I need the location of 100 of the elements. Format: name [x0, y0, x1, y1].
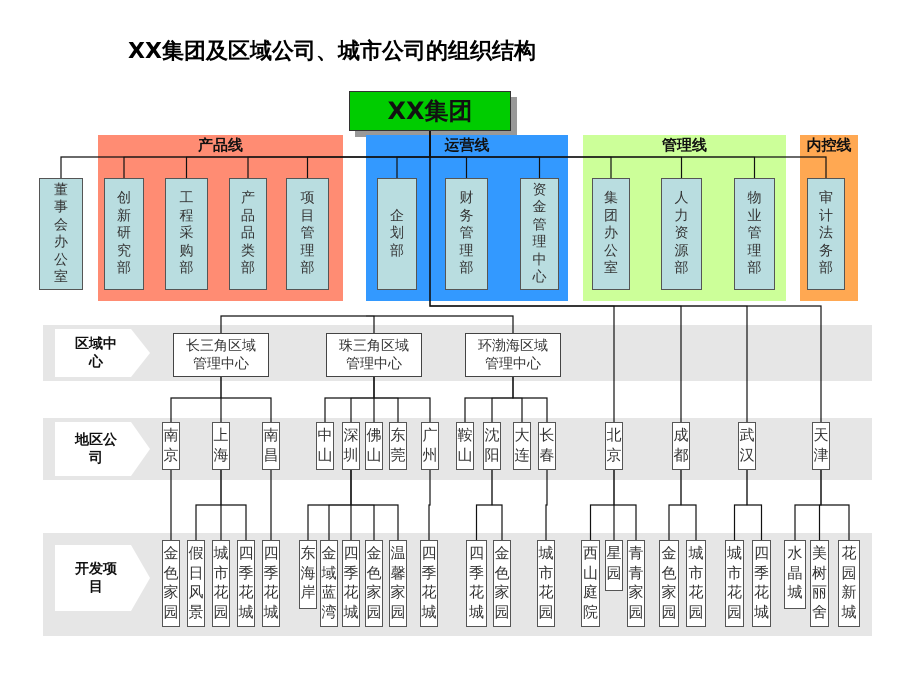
band-heading: 运营线 — [444, 136, 490, 155]
org-unit-name: 大连 — [514, 426, 530, 465]
org-unit-box — [299, 540, 317, 609]
division-band — [366, 135, 568, 301]
org-unit-name: 天津 — [814, 426, 828, 465]
org-unit-name: 城市花园 — [538, 544, 554, 622]
org-unit-name: 四季花城 — [264, 544, 278, 622]
org-unit-name: 南昌 — [264, 426, 278, 465]
connector-line — [220, 377, 272, 422]
org-unit-box — [605, 540, 623, 591]
org-unit-name: 南京 — [164, 426, 178, 465]
org-unit-name: 城市花园 — [688, 544, 704, 622]
department-box — [734, 178, 775, 290]
org-unit-box — [162, 540, 180, 627]
org-unit-box — [513, 422, 531, 470]
department-name: 审计法务部 — [819, 190, 833, 278]
org-unit-box — [659, 540, 679, 627]
org-unit-box — [483, 422, 501, 470]
department-box — [520, 178, 559, 290]
band-heading: 内控线 — [806, 136, 852, 155]
org-unit-name: 四季花城 — [344, 544, 358, 622]
department-box — [807, 178, 845, 290]
division-band — [800, 135, 858, 301]
org-unit-box — [212, 422, 230, 470]
regional-center-name: 长三角区域管理中心 — [185, 336, 257, 374]
connector-line — [491, 470, 503, 540]
connector-line — [512, 377, 548, 422]
connector-line — [170, 470, 172, 540]
department-name: 财务管理部 — [460, 190, 474, 278]
org-unit-box — [581, 540, 600, 627]
org-unit-name: 金域蓝湾 — [322, 544, 336, 622]
org-unit-box — [738, 422, 756, 470]
org-unit-name: 鞍山 — [458, 426, 472, 465]
band-heading: 产品线 — [197, 136, 244, 155]
org-unit-name: 沈阳 — [484, 426, 500, 465]
department-box — [592, 178, 630, 290]
org-unit-name: 花园新城 — [842, 544, 856, 622]
connector-line — [428, 470, 431, 540]
department-box — [39, 178, 83, 290]
org-unit-name: 四季花城 — [469, 544, 484, 622]
division-band — [583, 135, 786, 301]
org-unit-name: 中山 — [318, 426, 332, 465]
regional-center-name: 环渤海区域管理中心 — [477, 336, 549, 374]
connector-line — [820, 470, 850, 540]
org-unit-name: 武汉 — [740, 426, 754, 465]
connector-line — [366, 315, 514, 333]
org-unit-name: 青青家园 — [628, 544, 644, 622]
department-name: 人力资源部 — [674, 190, 688, 278]
org-unit-name: 佛山 — [366, 426, 382, 465]
org-unit-box — [456, 422, 474, 470]
row-header-tag — [55, 545, 150, 611]
org-unit-box — [237, 540, 255, 627]
diagram-title: XX集团及区域公司、城市公司的组织结构 — [128, 38, 536, 66]
org-unit-box — [752, 540, 771, 627]
org-unit-name: 四季花城 — [238, 544, 254, 622]
org-unit-box — [686, 540, 706, 627]
org-unit-box — [627, 540, 645, 627]
department-box — [661, 178, 702, 290]
regional-center-box — [465, 333, 561, 377]
org-unit-name: 上海 — [214, 426, 228, 465]
connector-line — [220, 315, 366, 333]
row-header-text: 地区公司 — [74, 430, 118, 468]
org-unit-box — [389, 540, 407, 627]
org-unit-name: 美树丽舍 — [812, 544, 827, 622]
org-unit-box — [262, 540, 280, 627]
department-name: 集团办公室 — [604, 190, 618, 278]
department-box — [104, 178, 144, 290]
department-name: 工程采购部 — [180, 190, 194, 278]
org-unit-box — [187, 540, 205, 627]
regional-center-box — [173, 333, 269, 377]
org-unit-box — [262, 422, 280, 470]
connector-line — [680, 470, 697, 540]
connector-line — [350, 470, 399, 540]
org-unit-box — [466, 540, 487, 627]
department-name: 产品品类部 — [241, 190, 255, 278]
regional-center-box — [326, 333, 422, 377]
org-unit-name: 星园 — [606, 544, 622, 583]
org-unit-name: 水晶城 — [788, 544, 802, 602]
connector-line — [270, 470, 272, 540]
org-unit-name: 城市花园 — [727, 544, 742, 622]
org-unit-box — [810, 540, 829, 627]
connector-line — [613, 470, 637, 540]
org-unit-box — [365, 422, 383, 470]
department-box — [286, 178, 329, 290]
department-box — [165, 178, 208, 290]
row-header-tag — [55, 329, 150, 377]
department-name: 物业管理部 — [748, 190, 762, 278]
row-header-tag — [55, 422, 150, 476]
org-unit-box — [493, 540, 511, 627]
org-unit-name: 深圳 — [344, 426, 358, 465]
org-unit-name: 东莞 — [390, 426, 406, 465]
org-unit-name: 四季花城 — [754, 544, 769, 622]
org-unit-name: 金色家园 — [366, 544, 382, 622]
band-heading: 管理线 — [661, 136, 708, 155]
org-unit-box — [784, 540, 806, 609]
row-header-text: 开发项目 — [74, 560, 118, 596]
org-unit-name: 成都 — [674, 426, 688, 465]
org-unit-name: 四季花城 — [422, 544, 436, 622]
org-unit-box — [316, 422, 334, 470]
department-name: 项目管理部 — [300, 190, 314, 278]
